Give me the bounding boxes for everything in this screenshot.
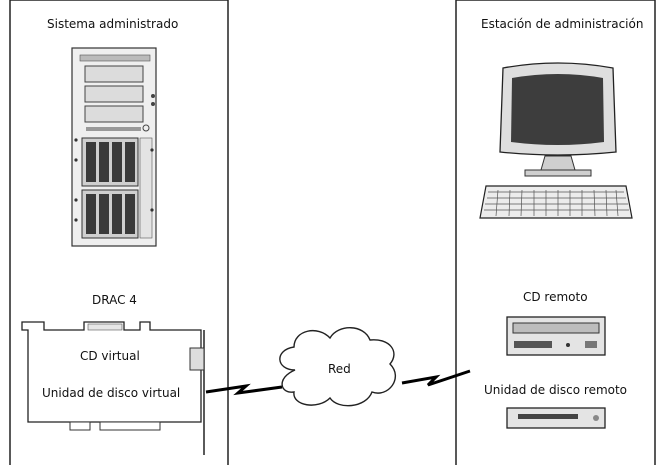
server-icon	[71, 47, 157, 247]
disk-drive-icon	[506, 407, 606, 429]
cd-drive-icon	[506, 316, 606, 356]
management-station-panel	[455, 0, 656, 465]
remote-disk-label: Unidad de disco remoto	[484, 383, 628, 397]
network-cloud-icon	[279, 327, 397, 407]
managed-system-title: Sistema administrado	[47, 17, 179, 31]
virtual-disk-label: Unidad de disco virtual	[42, 386, 181, 400]
virtual-cd-label: CD virtual	[80, 349, 140, 363]
remote-cd-label: CD remoto	[523, 290, 588, 304]
drac-card-label: DRAC 4	[92, 293, 137, 307]
drac-card-icon	[21, 321, 205, 455]
computer-icon	[479, 62, 633, 219]
left-network-link	[205, 383, 283, 396]
network-label: Red	[328, 362, 351, 376]
right-network-link	[401, 369, 471, 387]
management-station-title: Estación de administración	[481, 17, 644, 31]
